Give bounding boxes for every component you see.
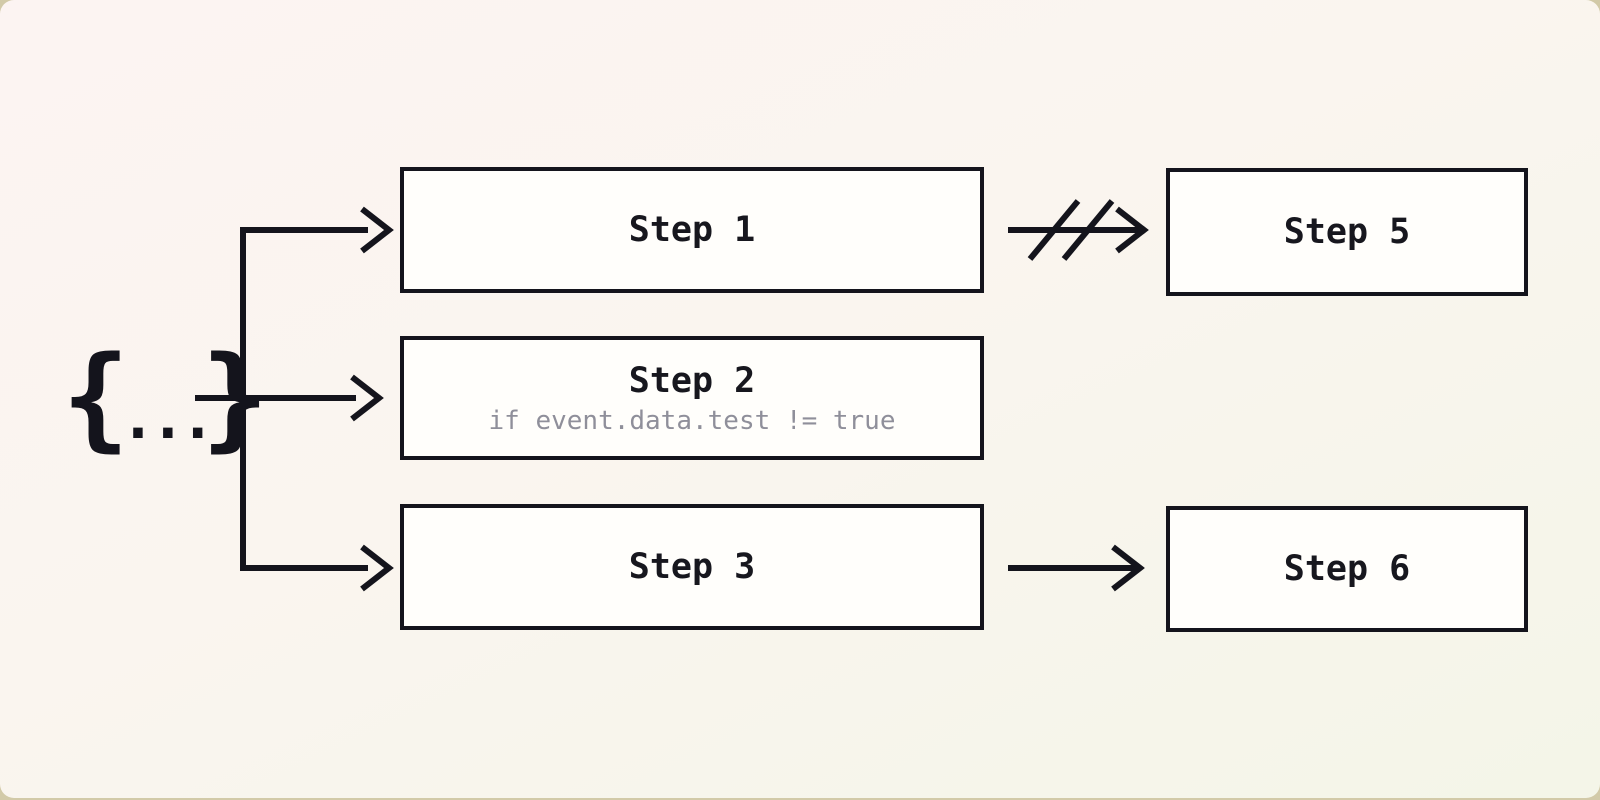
step5-node: Step 5 [1166, 168, 1528, 296]
cancel-slash-icon [1061, 199, 1115, 261]
arrowhead-step2-icon [350, 374, 384, 422]
arrowhead-step6-icon [1111, 544, 1145, 592]
event-payload-icon: { ... } [62, 338, 269, 458]
open-brace-glyph: { [62, 333, 130, 463]
step2-node: Step 2 if event.data.test != true [400, 336, 984, 460]
step6-node: Step 6 [1166, 506, 1528, 632]
step3-node: Step 3 [400, 504, 984, 630]
step1-node: Step 1 [400, 167, 984, 293]
step6-label: Step 6 [1283, 549, 1411, 589]
arrowhead-step5-icon [1115, 206, 1149, 254]
arrowhead-step3-icon [360, 544, 394, 592]
step5-label: Step 5 [1283, 212, 1411, 252]
step3-label: Step 3 [628, 547, 756, 587]
step1-label: Step 1 [628, 210, 756, 250]
step2-condition: if event.data.test != true [488, 405, 896, 436]
close-brace-glyph: } [201, 333, 269, 463]
arrowhead-step1-icon [360, 206, 394, 254]
cancel-slash-icon [1027, 199, 1081, 261]
ellipsis-glyph: ... [120, 384, 215, 452]
step2-label: Step 2 [628, 360, 756, 401]
